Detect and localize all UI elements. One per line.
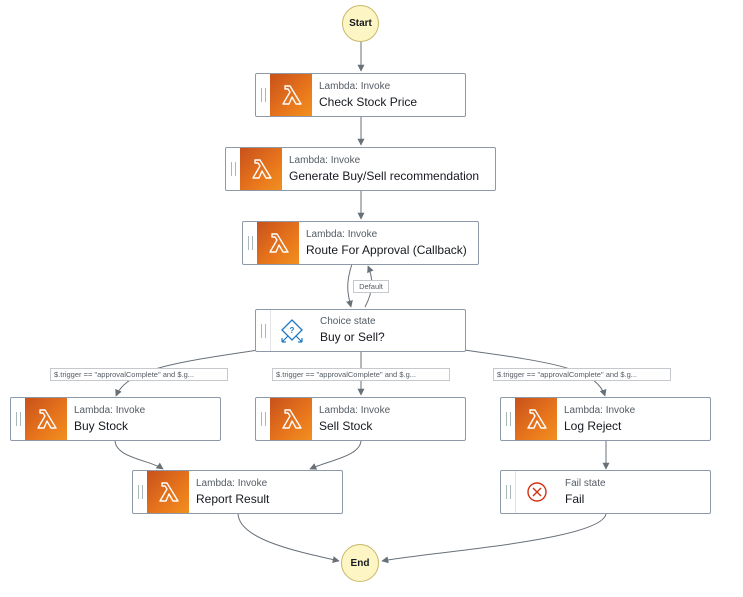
lambda-icon (240, 148, 282, 190)
svg-text:?: ? (290, 326, 295, 335)
lambda-icon (515, 398, 557, 440)
edge-sell-to-report (309, 439, 362, 470)
state-name: Report Result (196, 491, 270, 506)
state-type: Lambda: Invoke (319, 404, 391, 416)
edge-choice-to-buy (115, 349, 259, 397)
drag-handle[interactable] (243, 222, 257, 264)
state-generate-recommendation[interactable]: Lambda: Invoke Generate Buy/Sell recomme… (225, 147, 496, 191)
edge-choice-to-log-reject (463, 349, 607, 397)
state-route-for-approval[interactable]: Lambda: Invoke Route For Approval (Callb… (242, 221, 479, 265)
lambda-icon (270, 398, 312, 440)
state-check-stock-price[interactable]: Lambda: Invoke Check Stock Price (255, 73, 466, 117)
state-name: Buy Stock (74, 418, 129, 433)
state-sell-stock[interactable]: Lambda: Invoke Sell Stock (255, 397, 466, 441)
state-buy-stock[interactable]: Lambda: Invoke Buy Stock (10, 397, 221, 441)
state-buy-or-sell-choice[interactable]: ? Choice state Buy or Sell? (255, 309, 466, 352)
drag-handle[interactable] (501, 471, 515, 513)
end-label: End (350, 557, 370, 569)
edge-label-default[interactable]: Default (353, 280, 389, 293)
state-name: Sell Stock (319, 418, 373, 433)
drag-handle[interactable] (226, 148, 240, 190)
state-type: Lambda: Invoke (289, 154, 361, 166)
edge-fail-to-end (381, 512, 607, 564)
state-name: Fail (565, 491, 585, 506)
state-name: Generate Buy/Sell recommendation (289, 168, 480, 183)
edge-buy-to-report (114, 439, 164, 470)
edge-label-buy-condition[interactable]: $.trigger == "approvalComplete" and $.g.… (50, 368, 228, 381)
start-node[interactable]: Start (342, 5, 379, 42)
end-node[interactable]: End (341, 544, 379, 582)
fail-icon (515, 471, 558, 513)
edge-route-to-choice (346, 263, 353, 308)
state-name: Buy or Sell? (320, 330, 385, 344)
drag-handle[interactable] (11, 398, 25, 440)
edge-label-reject-condition[interactable]: $.trigger == "approvalComplete" and $.g.… (493, 368, 671, 381)
state-type: Lambda: Invoke (196, 477, 268, 489)
lambda-icon (257, 222, 299, 264)
state-name: Route For Approval (Callback) (306, 242, 467, 257)
edge-label-sell-condition[interactable]: $.trigger == "approvalComplete" and $.g.… (272, 368, 450, 381)
choice-icon: ? (270, 310, 313, 351)
start-label: Start (349, 18, 372, 29)
state-type: Lambda: Invoke (319, 80, 391, 92)
edge-report-to-end (237, 512, 340, 563)
state-name: Log Reject (564, 418, 622, 433)
state-log-reject[interactable]: Lambda: Invoke Log Reject (500, 397, 711, 441)
state-report-result[interactable]: Lambda: Invoke Report Result (132, 470, 343, 514)
lambda-icon (25, 398, 67, 440)
drag-handle[interactable] (256, 74, 270, 116)
drag-handle[interactable] (256, 398, 270, 440)
state-name: Check Stock Price (319, 94, 418, 109)
state-type: Lambda: Invoke (306, 228, 378, 240)
lambda-icon (270, 74, 312, 116)
drag-handle[interactable] (256, 310, 270, 351)
drag-handle[interactable] (133, 471, 147, 513)
lambda-icon (147, 471, 189, 513)
state-type: Lambda: Invoke (74, 404, 146, 416)
state-type: Lambda: Invoke (564, 404, 636, 416)
drag-handle[interactable] (501, 398, 515, 440)
state-fail[interactable]: Fail state Fail (500, 470, 711, 514)
state-type: Fail state (565, 477, 606, 489)
state-type: Choice state (320, 316, 376, 327)
